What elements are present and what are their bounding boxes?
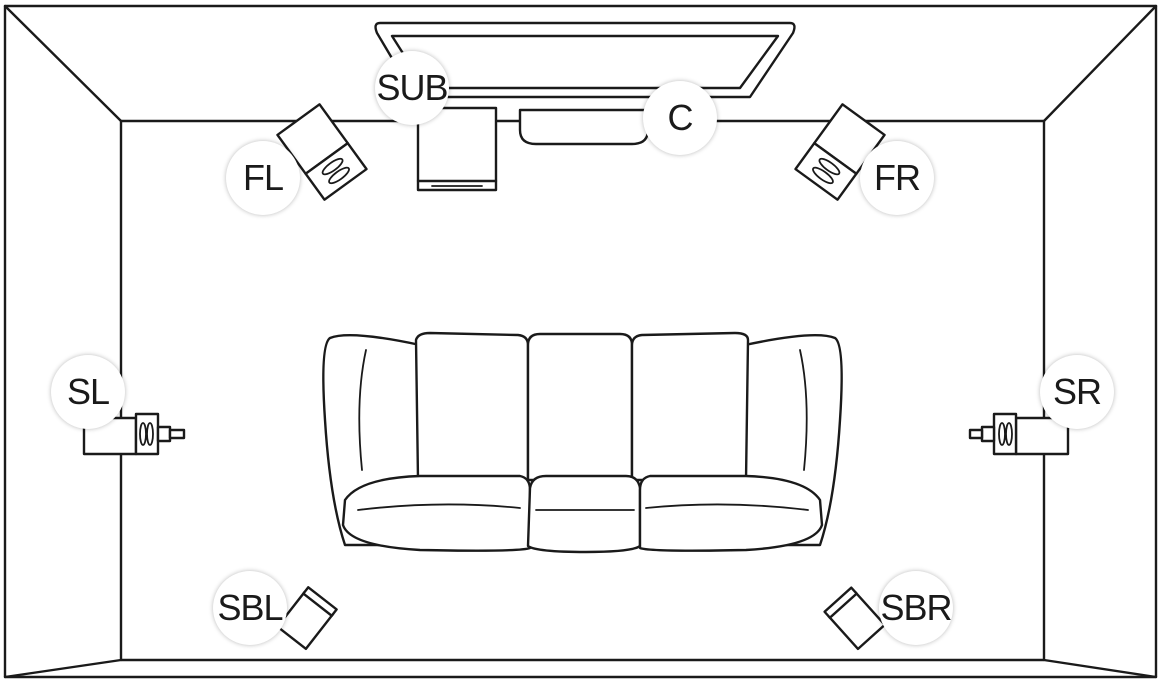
sofa-seat-cushion-center bbox=[526, 474, 642, 554]
sbr-speaker-front bbox=[823, 586, 858, 619]
sl-speaker-driver-2 bbox=[146, 422, 154, 446]
sofa-back-cushion-right bbox=[630, 331, 750, 482]
room-outer-wall bbox=[3, 4, 1158, 679]
label-sub: SUB bbox=[375, 51, 449, 125]
sofa-left-arm-crease bbox=[358, 349, 367, 471]
label-front-left: FL bbox=[226, 141, 300, 215]
label-side-left: SL bbox=[51, 355, 125, 429]
sofa-seat-seam-left bbox=[357, 503, 521, 511]
label-front-right: FR bbox=[860, 141, 934, 215]
sofa bbox=[322, 331, 843, 554]
label-side-right: SR bbox=[1040, 355, 1114, 429]
tv-frame bbox=[374, 21, 796, 99]
sr-speaker-mount bbox=[980, 425, 996, 443]
wall-corner-top-right bbox=[1042, 4, 1158, 123]
sofa-back-cushion-center bbox=[526, 332, 634, 482]
subwoofer-body bbox=[416, 106, 498, 192]
subwoofer bbox=[416, 106, 498, 192]
surround-back-right-speaker bbox=[823, 586, 886, 651]
sr-speaker-driver-1 bbox=[998, 422, 1006, 446]
fr-speaker-driver-2 bbox=[812, 166, 834, 185]
fr-speaker-front bbox=[794, 141, 858, 201]
label-surround-back-right: SBR bbox=[879, 571, 953, 645]
label-surround-back-left: SBL bbox=[213, 571, 287, 645]
sofa-seat-cushion-right bbox=[638, 474, 824, 552]
sl-speaker-driver-1 bbox=[139, 422, 147, 446]
sofa-seat-seam-right bbox=[645, 503, 809, 511]
fl-speaker-front bbox=[304, 141, 368, 201]
sofa-right-arm-crease bbox=[799, 349, 808, 471]
wall-corner-bottom-left bbox=[3, 658, 123, 679]
sl-speaker-bracket bbox=[168, 428, 186, 440]
fl-speaker-driver-1 bbox=[321, 157, 344, 176]
sofa-back-cushion-left bbox=[414, 331, 530, 482]
wall-corner-bottom-right bbox=[1042, 658, 1158, 679]
sbl-speaker-front bbox=[302, 586, 338, 617]
label-center: C bbox=[643, 81, 717, 155]
sofa-seat-cushion-left bbox=[341, 474, 532, 552]
center-speaker bbox=[518, 108, 650, 146]
fr-speaker-driver-1 bbox=[818, 157, 841, 176]
center-speaker-body bbox=[518, 108, 650, 146]
wall-corner-top-left bbox=[3, 4, 123, 123]
fl-speaker-driver-2 bbox=[328, 166, 350, 185]
surround-back-left-speaker bbox=[276, 586, 338, 651]
sr-speaker-bracket bbox=[968, 428, 984, 440]
sl-speaker-mount bbox=[156, 425, 172, 443]
sr-speaker-driver-2 bbox=[1005, 422, 1013, 446]
